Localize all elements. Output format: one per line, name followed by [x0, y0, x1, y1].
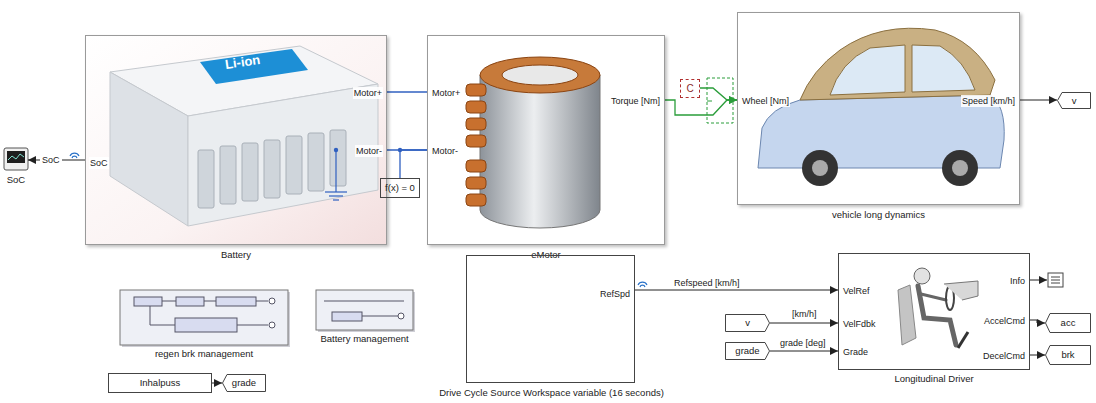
- port-label: SoC: [89, 157, 109, 169]
- port-label: Speed [km/h]: [961, 95, 1016, 107]
- port-label: Motor-: [355, 145, 383, 157]
- function-block: Inhalpuss: [108, 373, 212, 393]
- port-label: AccelCmd: [983, 315, 1026, 327]
- block-name: regen brk management: [120, 348, 288, 360]
- tag-shape: [1046, 346, 1091, 365]
- photo-text: Li-ion: [224, 52, 261, 73]
- tag-text: v: [725, 314, 770, 332]
- port-label: VelRef: [842, 285, 871, 297]
- drive-cycle-block: RefSpdDrive Cycle Source Workspace varia…: [466, 255, 635, 383]
- signal-line: [212, 383, 222, 384]
- signal-label: Refspeed [km/h]: [672, 277, 742, 289]
- goto-tag: v: [1057, 92, 1091, 109]
- port-label: Info: [1009, 275, 1026, 287]
- tag-shape: [726, 343, 770, 360]
- block-name: Battery management: [306, 333, 423, 345]
- tag-text: grade: [222, 374, 266, 392]
- tag-text: brk: [1045, 345, 1091, 365]
- scope-block: SoC: [4, 148, 28, 170]
- signal-line: [1030, 355, 1045, 356]
- port-label: Grade: [842, 346, 869, 358]
- goto-tag: acc: [1045, 313, 1091, 333]
- signal-label: SoC: [40, 154, 62, 166]
- signal-line: [665, 100, 737, 115]
- goto-tag: grade: [222, 374, 266, 392]
- signal-line: [635, 290, 838, 291]
- tag-shape: [223, 375, 266, 392]
- physical-wire: [400, 150, 427, 178]
- block-name: Battery: [86, 249, 386, 261]
- signal-line: [700, 88, 737, 100]
- signal-line: [770, 323, 838, 324]
- physical-wire: [387, 91, 427, 92]
- from-tag: grade: [725, 342, 770, 360]
- tag-text: v: [1057, 92, 1091, 109]
- subsystem-block: Battery management: [316, 290, 413, 330]
- from-tag: v: [725, 314, 770, 332]
- block-name: Longitudinal Driver: [839, 373, 1029, 385]
- signal-line: [1020, 100, 1057, 101]
- constant-block: C: [680, 79, 700, 98]
- solver-block: f(x) = 0: [380, 178, 420, 198]
- block-text: f(x) = 0: [381, 179, 419, 197]
- port-label: VelFdbk: [842, 318, 877, 330]
- vehicle-block: Wheel [Nm]Speed [km/h]vehicle long dynam…: [737, 12, 1020, 205]
- port-label: RefSpd: [599, 288, 631, 300]
- tag-shape: [1046, 314, 1091, 333]
- port-label: Motor+: [353, 87, 383, 99]
- port-label: Motor-: [431, 145, 459, 157]
- port-label: Motor+: [431, 87, 461, 99]
- subsystem-block: regen brk management: [120, 290, 288, 345]
- tag-text: grade: [725, 342, 770, 360]
- port-label: DecelCmd: [982, 350, 1026, 362]
- port-label: Wheel [Nm]: [741, 95, 790, 107]
- block-text: Inhalpuss: [109, 374, 211, 392]
- signal-label: grade [deg]: [778, 337, 828, 349]
- tag-text: acc: [1045, 313, 1091, 333]
- motor-block: Motor+Motor-Torque [Nm]eMotor: [427, 35, 665, 245]
- block-name: vehicle long dynamics: [738, 209, 1019, 221]
- signal-line: [1030, 320, 1045, 323]
- block-text: C: [681, 80, 699, 97]
- signal-label: [km/h]: [790, 308, 819, 320]
- tag-shape: [726, 315, 770, 332]
- block-name: Drive Cycle Source Workspace variable (1…: [417, 387, 686, 399]
- port-label: Torque [Nm]: [610, 95, 661, 107]
- block-name: SoC: [0, 174, 34, 186]
- signal-line: [770, 351, 838, 352]
- driver-block: VelRefVelFdbkGradeInfoAccelCmdDecelCmdLo…: [838, 253, 1030, 370]
- tag-shape: [1058, 93, 1091, 109]
- goto-tag: brk: [1045, 345, 1091, 365]
